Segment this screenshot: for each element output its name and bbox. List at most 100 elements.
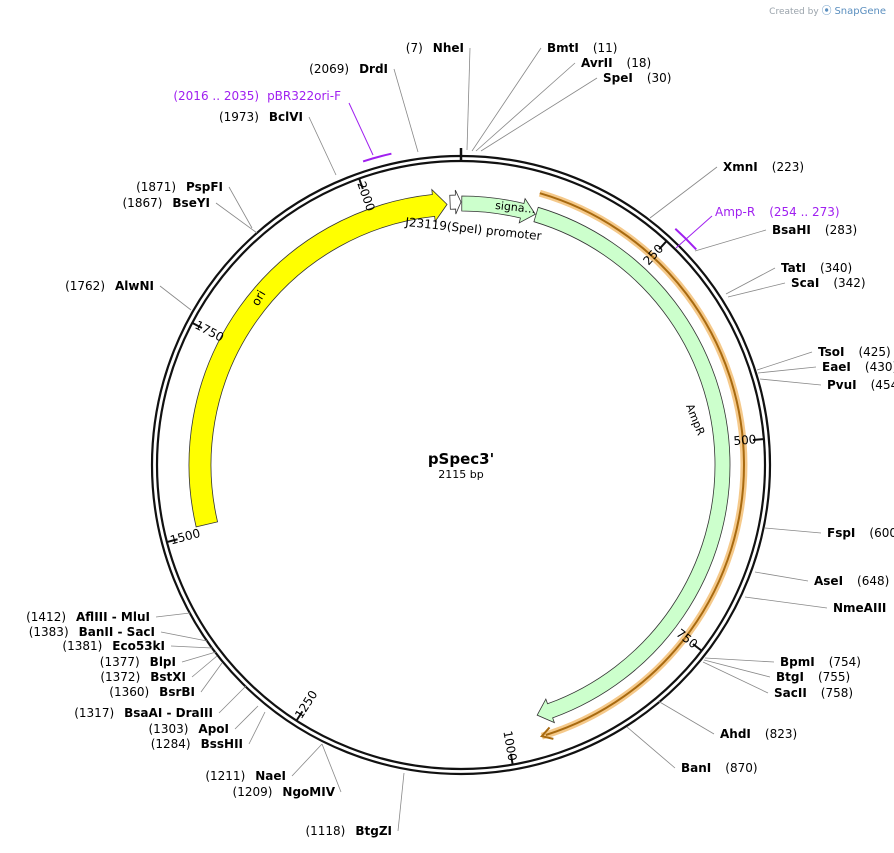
site-label[interactable]: XmnI(223) (723, 160, 804, 174)
site-name: AvrII (581, 56, 613, 70)
site-position: (823) (765, 727, 797, 741)
site-name: PvuI (827, 378, 857, 392)
site-connector (704, 657, 775, 663)
site-label[interactable]: (1118)BtgZI (305, 824, 392, 838)
site-label[interactable]: (7) NheI (406, 41, 464, 55)
site-label[interactable]: (1871) PspFI (136, 180, 223, 194)
site-connector (228, 186, 253, 229)
site-label[interactable]: ScaI(342) (791, 276, 866, 290)
site-label[interactable]: FspI(600) (827, 526, 894, 540)
site-label[interactable]: (1762)AlwNI (65, 279, 154, 293)
site-label[interactable]: BtgI(755) (776, 670, 850, 684)
site-connector (191, 655, 218, 678)
site-label[interactable]: NmeAIII(676) (833, 601, 894, 615)
site-position: (1211) (205, 769, 245, 783)
site-position: (283) (825, 223, 857, 237)
site-label[interactable]: BsaHI(283) (772, 223, 857, 237)
tick-mark (692, 643, 703, 652)
primer-name: pBR322ori-F (267, 89, 341, 103)
site-label[interactable]: (1377)BlpI (100, 655, 176, 669)
site-position: (7) (406, 41, 423, 55)
site-label[interactable]: SacII(758) (774, 686, 853, 700)
site-name: BpmI (780, 655, 815, 669)
site-label[interactable]: (1867)BseYI (123, 196, 211, 210)
site-position: (1209) (233, 785, 273, 799)
site-label[interactable]: AvrII(18) (581, 56, 651, 70)
site-name: NaeI (255, 769, 286, 783)
site-connector (215, 202, 258, 234)
site-name: BsaAI - DraIII (124, 706, 213, 720)
primer-label[interactable]: Amp-R(254 .. 273) (715, 205, 840, 219)
site-label[interactable]: (1209) NgoMIV (233, 785, 336, 799)
site-position: (2069) (309, 62, 349, 76)
site-connector (393, 68, 419, 153)
site-connector (725, 267, 776, 295)
site-name: NheI (433, 41, 464, 55)
site-label[interactable]: BanI(870) (681, 761, 758, 775)
site-position: (11) (593, 41, 618, 55)
site-label[interactable]: BmtI(11) (547, 41, 618, 55)
site-position: (430) (865, 360, 894, 374)
feature-ori[interactable] (188, 188, 448, 528)
primer-arc[interactable] (362, 152, 392, 163)
site-name: BlpI (150, 655, 176, 669)
site-name: AlwNI (115, 279, 154, 293)
site-label[interactable]: TsoI(425) (818, 345, 891, 359)
site-label[interactable]: (2069) DrdI (309, 62, 388, 76)
site-name: AflIII - MluI (76, 610, 150, 624)
site-name: BanI (681, 761, 711, 775)
site-label[interactable]: SpeI (30) (603, 71, 671, 85)
site-label[interactable]: AseI(648) (814, 574, 889, 588)
tick-label: 1500 (169, 526, 202, 547)
site-label[interactable]: (1372)BstXI (100, 670, 186, 684)
tick-mark (295, 710, 304, 722)
site-position: (30) (647, 71, 672, 85)
feature-signa[interactable] (461, 195, 536, 224)
site-label[interactable]: (1360)BsrBI (109, 685, 195, 699)
site-position: (1381) (62, 639, 102, 653)
feature-ampr[interactable] (533, 206, 731, 724)
tick-mark (509, 753, 514, 765)
site-label[interactable]: (1303)ApoI (149, 722, 230, 736)
site-label[interactable]: AhdI (823) (720, 727, 797, 741)
site-name: TatI (781, 261, 806, 275)
tick-label: 2000 (354, 180, 377, 213)
site-label[interactable]: (1973)BclVI (219, 110, 303, 124)
site-connector (159, 285, 192, 311)
site-label[interactable]: (1383)BanII - SacI (29, 625, 155, 639)
site-label[interactable]: TatI(340) (781, 261, 852, 275)
tick-mark (358, 178, 364, 190)
site-name: NgoMIV (282, 785, 335, 799)
site-name: EaeI (822, 360, 851, 374)
site-connector (321, 743, 342, 793)
site-label[interactable]: BpmI(754) (780, 655, 861, 669)
site-connector (200, 662, 223, 693)
site-name: AhdI (720, 727, 751, 741)
site-connector (248, 711, 266, 745)
site-position: (1871) (136, 180, 176, 194)
site-connector (759, 378, 822, 386)
site-label[interactable]: (1412)AflIII - MluI (26, 610, 150, 624)
site-label[interactable]: PvuI(454) (827, 378, 894, 392)
site-label[interactable]: EaeI (430) (822, 360, 894, 374)
site-connector (744, 596, 828, 609)
site-label[interactable]: (1211) NaeI (205, 769, 286, 783)
feature-label: AmpR (683, 402, 707, 438)
site-position: (758) (821, 686, 853, 700)
site-label[interactable]: (1381)Eco53kI (62, 639, 165, 653)
tick-label: 1000 (500, 730, 519, 762)
tick-mark (166, 538, 178, 544)
site-name: BtgI (776, 670, 804, 684)
site-label[interactable]: (1284)BssHII (151, 737, 243, 751)
site-name: DrdI (359, 62, 388, 76)
feature-j23119-spei-promoter[interactable] (449, 189, 462, 215)
site-name: SpeI (603, 71, 633, 85)
site-connector (471, 47, 542, 152)
tick-label: 500 (733, 432, 757, 448)
site-name: PspFI (186, 180, 223, 194)
site-position: (1372) (100, 670, 140, 684)
site-name: XmnI (723, 160, 758, 174)
site-label[interactable]: (1317)BsaAI - DraIII (74, 706, 213, 720)
primer-label[interactable]: (2016 .. 2035)pBR322ori-F (173, 89, 341, 103)
